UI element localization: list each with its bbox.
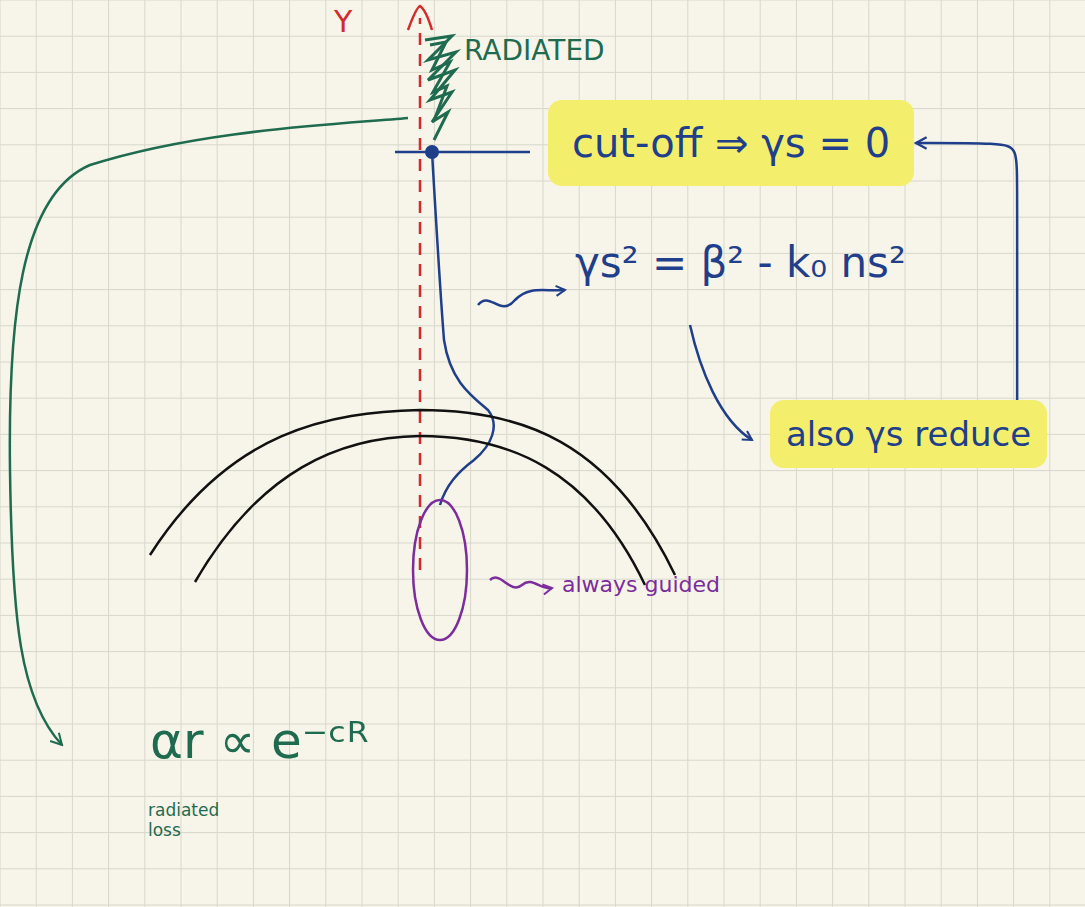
highlight-note: cut-off ⇒ γs = 0 [548,100,914,186]
grid-line [0,398,1085,399]
mode-curve [432,152,494,505]
grid-line [253,0,254,907]
grid-line [0,868,1085,869]
highlight-note: also γs reduce [770,400,1047,468]
grid-line [0,217,1085,218]
region-label: RADIATED [464,34,605,67]
grid-line [144,0,145,907]
waveguide-inner [195,436,645,585]
grid-line [0,362,1085,363]
grid-line [325,0,326,907]
grid-line [0,905,1085,906]
grid-line [36,0,37,907]
note: radiated loss [148,800,228,840]
equation: γs² = β² - k₀ ns² [575,238,906,287]
grid-line [1049,0,1050,907]
grid-line [0,470,1085,471]
equation: αr ∝ e⁻ᶜᴿ [150,712,369,770]
grid-line [0,325,1085,326]
axis-arrow [408,6,432,30]
grid-line [0,579,1085,580]
grid-line [0,615,1085,616]
grid-line [543,0,544,907]
grid-line [0,543,1085,544]
grid-line [0,651,1085,652]
grid-line [0,506,1085,507]
connector-arrow [916,143,1017,400]
grid-line [0,0,1085,1]
grid-line [470,0,471,907]
radiated-hatch [425,36,456,140]
grid-line [362,0,363,907]
grid-line [0,108,1085,109]
grid-line [108,0,109,907]
grid-line [181,0,182,907]
leader-arrow [478,290,565,306]
grid-line [398,0,399,907]
grid-line [0,181,1085,182]
grid-line [0,796,1085,797]
axis-label: Y [334,4,352,39]
grid-line [72,0,73,907]
guided-region [413,500,467,640]
grid-line [289,0,290,907]
grid-line [0,0,1,907]
grid-line [0,687,1085,688]
note-text: cut-off ⇒ γs = 0 [572,120,890,166]
grid-line [0,72,1085,73]
cutoff-line [395,151,530,154]
leader-arrow [490,578,552,589]
waveguide-outer [150,410,675,575]
leader-arrow [690,325,752,440]
leader-arrow [10,118,408,745]
note-text: also γs reduce [786,414,1031,454]
note: always guided [562,572,720,597]
axis-line [419,18,422,570]
grid-line [506,0,507,907]
grid-line [0,253,1085,254]
